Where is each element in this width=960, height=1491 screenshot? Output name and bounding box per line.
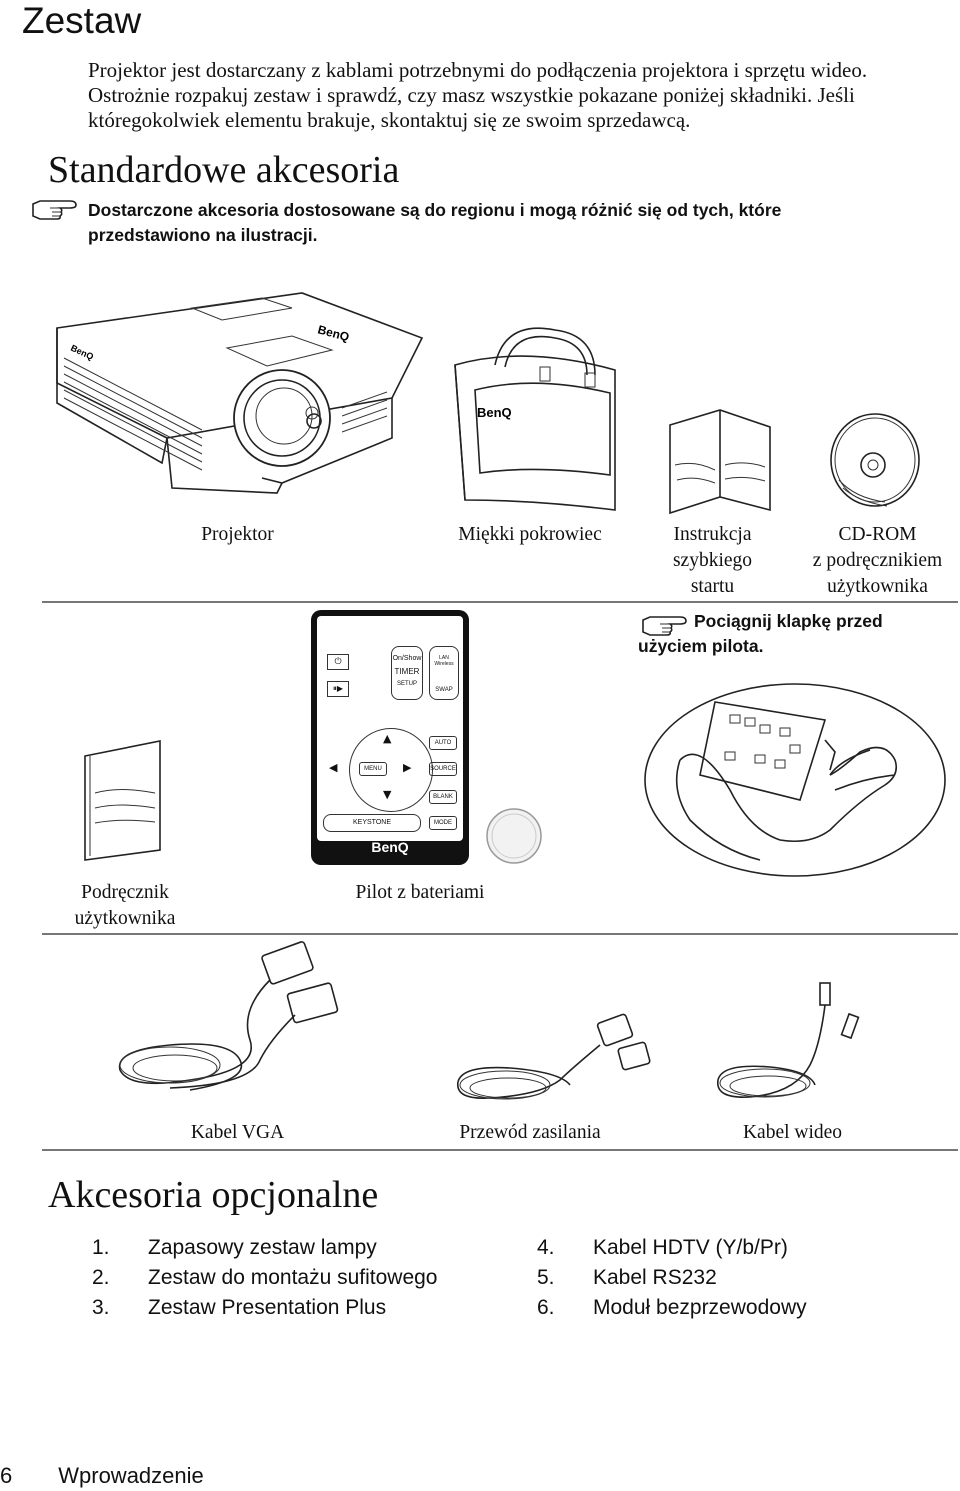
list-item: 6.Moduł bezprzewodowy <box>537 1296 807 1319</box>
caption-video-cable: Kabel wideo <box>742 1122 843 1143</box>
list-item: 4.Kabel HDTV (Y/b/Pr) <box>537 1236 788 1259</box>
blank-button: BLANK <box>429 790 457 804</box>
caption-cd-line3: użytkownika <box>827 576 928 597</box>
timer-label: TIMER <box>394 667 420 676</box>
on-show-timer-button: On/Show TIMER SETUP <box>391 646 423 700</box>
svg-text:BenQ: BenQ <box>316 322 351 344</box>
projector-illustration: BenQ BenQ <box>56 292 424 494</box>
caption-manual-line1: Podręcznik <box>81 882 169 903</box>
optional-list-left: 1.Zapasowy zestaw lampy 2.Zestaw do mont… <box>92 1233 512 1323</box>
battery-illustration <box>486 808 542 864</box>
arrow-down-icon: ▼ <box>383 788 392 801</box>
caption-vga-cable: Kabel VGA <box>190 1122 285 1143</box>
divider-row3 <box>42 1149 958 1151</box>
on-show-label: On/Show <box>392 655 422 662</box>
caption-cd-rom: CD-ROM z podręcznikiem użytkownika <box>800 522 955 600</box>
vga-cable-illustration <box>118 941 339 1091</box>
remote-control-illustration: ⏻ ⏸▶ On/Show TIMER SETUP LAN Wireless SW… <box>311 610 469 865</box>
swap-label: SWAP <box>435 687 453 693</box>
standard-accessories-heading: Standardowe akcesoria <box>48 149 400 191</box>
list-item: 5.Kabel RS232 <box>537 1266 717 1289</box>
lan-label: LAN Wireless <box>434 655 454 667</box>
regional-note: Dostarczone akcesoria dostosowane są do … <box>88 200 782 245</box>
caption-qsg-line2: szybkiego <box>672 550 753 571</box>
power-cord-illustration <box>457 1013 651 1100</box>
soft-bag-illustration: BenQ <box>454 327 616 511</box>
caption-remote: Pilot z bateriami <box>355 882 485 903</box>
caption-projector: Projektor <box>201 524 274 545</box>
video-cable-illustration <box>717 982 860 1098</box>
lan-swap-button: LAN Wireless SWAP <box>429 646 459 700</box>
navigation-ring <box>349 728 433 812</box>
svg-text:BenQ: BenQ <box>477 405 512 420</box>
freeze-icon: ⏸▶ <box>327 681 349 697</box>
remote-tab-note: Pociągnij klapkę przed użyciem pilota. <box>638 611 883 656</box>
setup-label: SETUP <box>396 681 417 687</box>
caption-qsg-line1: Instrukcja <box>673 524 752 545</box>
menu-button: MENU <box>359 762 387 776</box>
divider-row1 <box>42 601 958 603</box>
caption-manual-line2: użytkownika <box>74 908 176 929</box>
intro-paragraph: Projektor jest dostarczany z kablami pot… <box>88 58 868 132</box>
svg-text:BenQ: BenQ <box>69 343 95 362</box>
quick-start-guide-illustration <box>669 409 771 515</box>
remote-panel: ⏻ ⏸▶ On/Show TIMER SETUP LAN Wireless SW… <box>317 616 463 841</box>
arrow-left-icon: ◀ <box>329 761 338 774</box>
caption-power-cord: Przewód zasilania <box>459 1122 601 1143</box>
mode-button: MODE <box>429 816 457 830</box>
list-item: 2.Zestaw do montażu sufitowego <box>92 1266 438 1289</box>
arrow-right-icon: ▶ <box>403 761 412 774</box>
caption-soft-bag: Miękki pokrowiec <box>458 524 602 545</box>
caption-user-manual: Podręcznik użytkownika <box>55 880 195 932</box>
caption-quick-start-guide: Instrukcja szybkiego startu <box>650 522 775 600</box>
source-button: SOURCE <box>429 762 457 776</box>
section-name: Wprowadzenie <box>58 1463 204 1488</box>
page-footer: 6 Wprowadzenie <box>0 1463 204 1489</box>
page-title: Zestaw <box>22 0 142 41</box>
caption-qsg-line3: startu <box>690 576 735 597</box>
list-item: 3.Zestaw Presentation Plus <box>92 1296 387 1319</box>
optional-list-right: 4.Kabel HDTV (Y/b/Pr) 5.Kabel RS232 6.Mo… <box>537 1233 937 1323</box>
optional-accessories-heading: Akcesoria opcjonalne <box>48 1174 379 1216</box>
auto-button: AUTO <box>429 736 457 750</box>
cd-rom-illustration <box>830 413 920 507</box>
list-item: 1.Zapasowy zestaw lampy <box>92 1236 377 1259</box>
remote-brand-logo: BenQ <box>371 839 409 855</box>
power-icon: ⏻ <box>327 654 349 670</box>
caption-cd-line2: z podręcznikiem <box>812 550 943 571</box>
keystone-button: KEYSTONE <box>323 814 421 832</box>
arrow-up-icon: ▲ <box>383 732 392 745</box>
divider-row2 <box>42 933 958 935</box>
page-number: 6 <box>0 1463 13 1488</box>
pointing-hand-icon <box>642 616 687 636</box>
caption-cd-line1: CD-ROM <box>838 524 917 545</box>
user-manual-illustration <box>84 740 161 861</box>
pointing-hand-icon <box>32 200 77 220</box>
pull-tab-illustration <box>644 683 946 877</box>
